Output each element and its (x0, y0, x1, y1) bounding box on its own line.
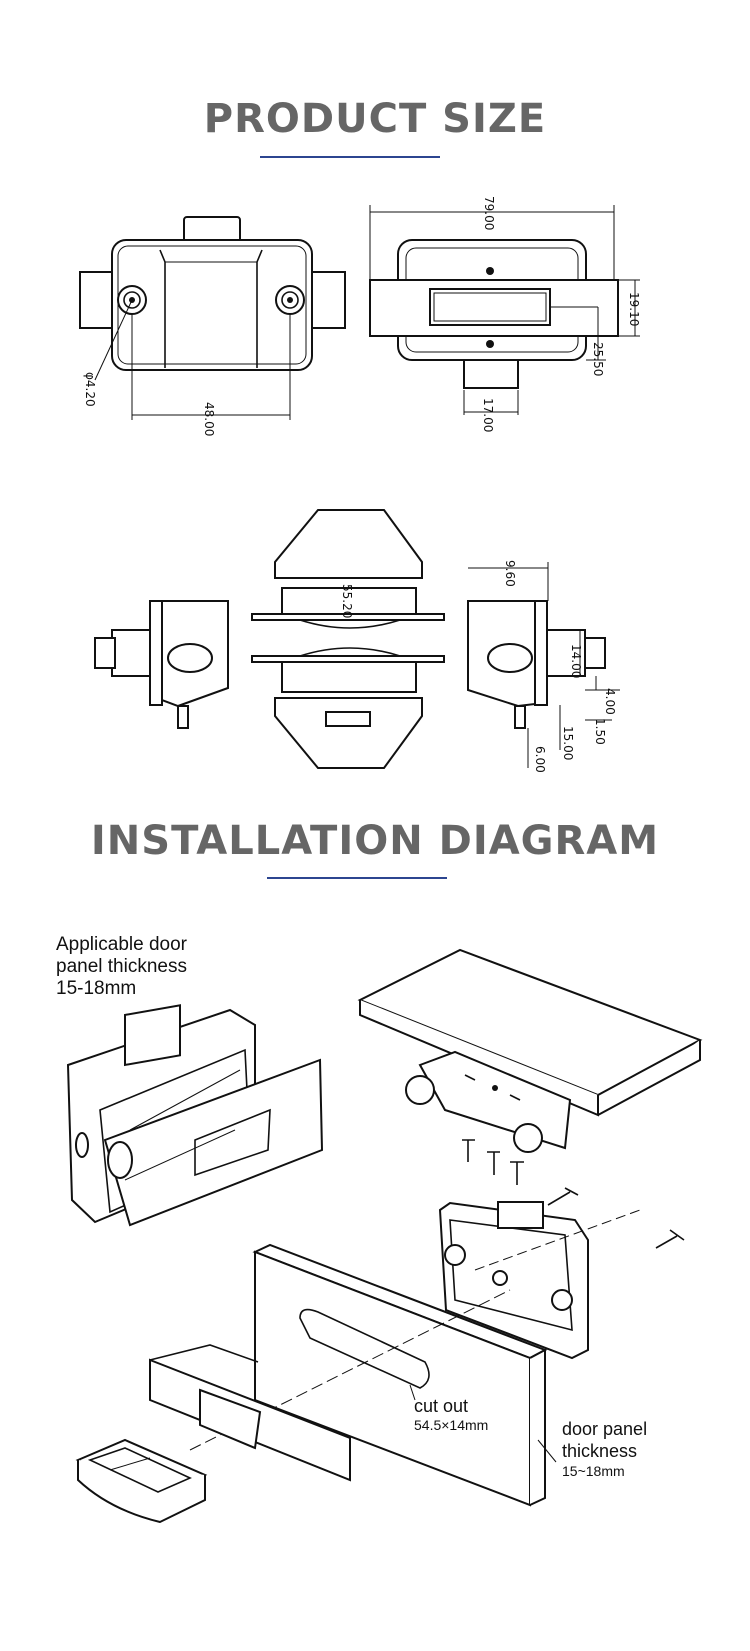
dim-overall-width: 79.00 (482, 196, 496, 230)
title-underline (260, 156, 440, 158)
door-panel-illustration (189, 1243, 548, 1507)
door-note-line: door panel (562, 1419, 648, 1439)
dim-tab-width: 17.00 (481, 398, 495, 432)
panel-note-line: panel thickness (56, 956, 187, 977)
panel-note-line: Applicable door (56, 934, 187, 955)
latch-body-illustration (66, 1004, 324, 1227)
door-note-line: thickness (562, 1441, 638, 1461)
escutcheon-illustration (149, 1344, 351, 1482)
cutout-note: cut out 54.5×14mm (414, 1396, 488, 1434)
dim-4: 4.00 (603, 688, 617, 715)
product-size-title: PRODUCT SIZE (203, 96, 547, 142)
installation-diagram-title: INSTALLATION DIAGRAM (90, 818, 660, 864)
door-thickness-note: door panel thickness 15~18mm (562, 1418, 647, 1480)
cutout-size: 54.5×14mm (414, 1417, 489, 1433)
strike-plate-illustration (405, 1050, 572, 1153)
top-view (369, 205, 640, 415)
dim-hole-spacing: 48.00 (202, 402, 216, 436)
front-view (79, 216, 346, 420)
title-underline (267, 877, 447, 879)
right-side-view (467, 562, 620, 768)
product-size-drawing: 48.00 φ4.20 79.00 19.10 25.50 17.00 (79, 196, 641, 773)
dim-cap-width: 55.20 (340, 584, 354, 618)
center-views (251, 509, 445, 769)
dim-shaft-diameter: 14.00 (569, 644, 583, 678)
dim-1-5: 1.50 (593, 718, 607, 745)
latch-rear-illustration (438, 1201, 641, 1360)
dim-6: 6.00 (533, 746, 547, 773)
dim-body-height: 25.50 (591, 342, 605, 376)
dim-side-depth: 9.60 (503, 560, 517, 587)
door-note-size: 15~18mm (562, 1463, 625, 1479)
left-side-view (94, 600, 229, 729)
cutout-label: cut out (414, 1396, 469, 1416)
handle-cap-illustration (75, 1438, 208, 1524)
panel-note-line: 15-18mm (56, 978, 137, 999)
dim-plate-height: 19.10 (627, 292, 641, 326)
screw-icons (462, 1139, 685, 1249)
dim-15: 15.00 (561, 726, 575, 760)
dim-hole-diameter: φ4.20 (83, 372, 97, 407)
panel-thickness-note: Applicable door panel thickness 15-18mm (56, 934, 187, 1000)
